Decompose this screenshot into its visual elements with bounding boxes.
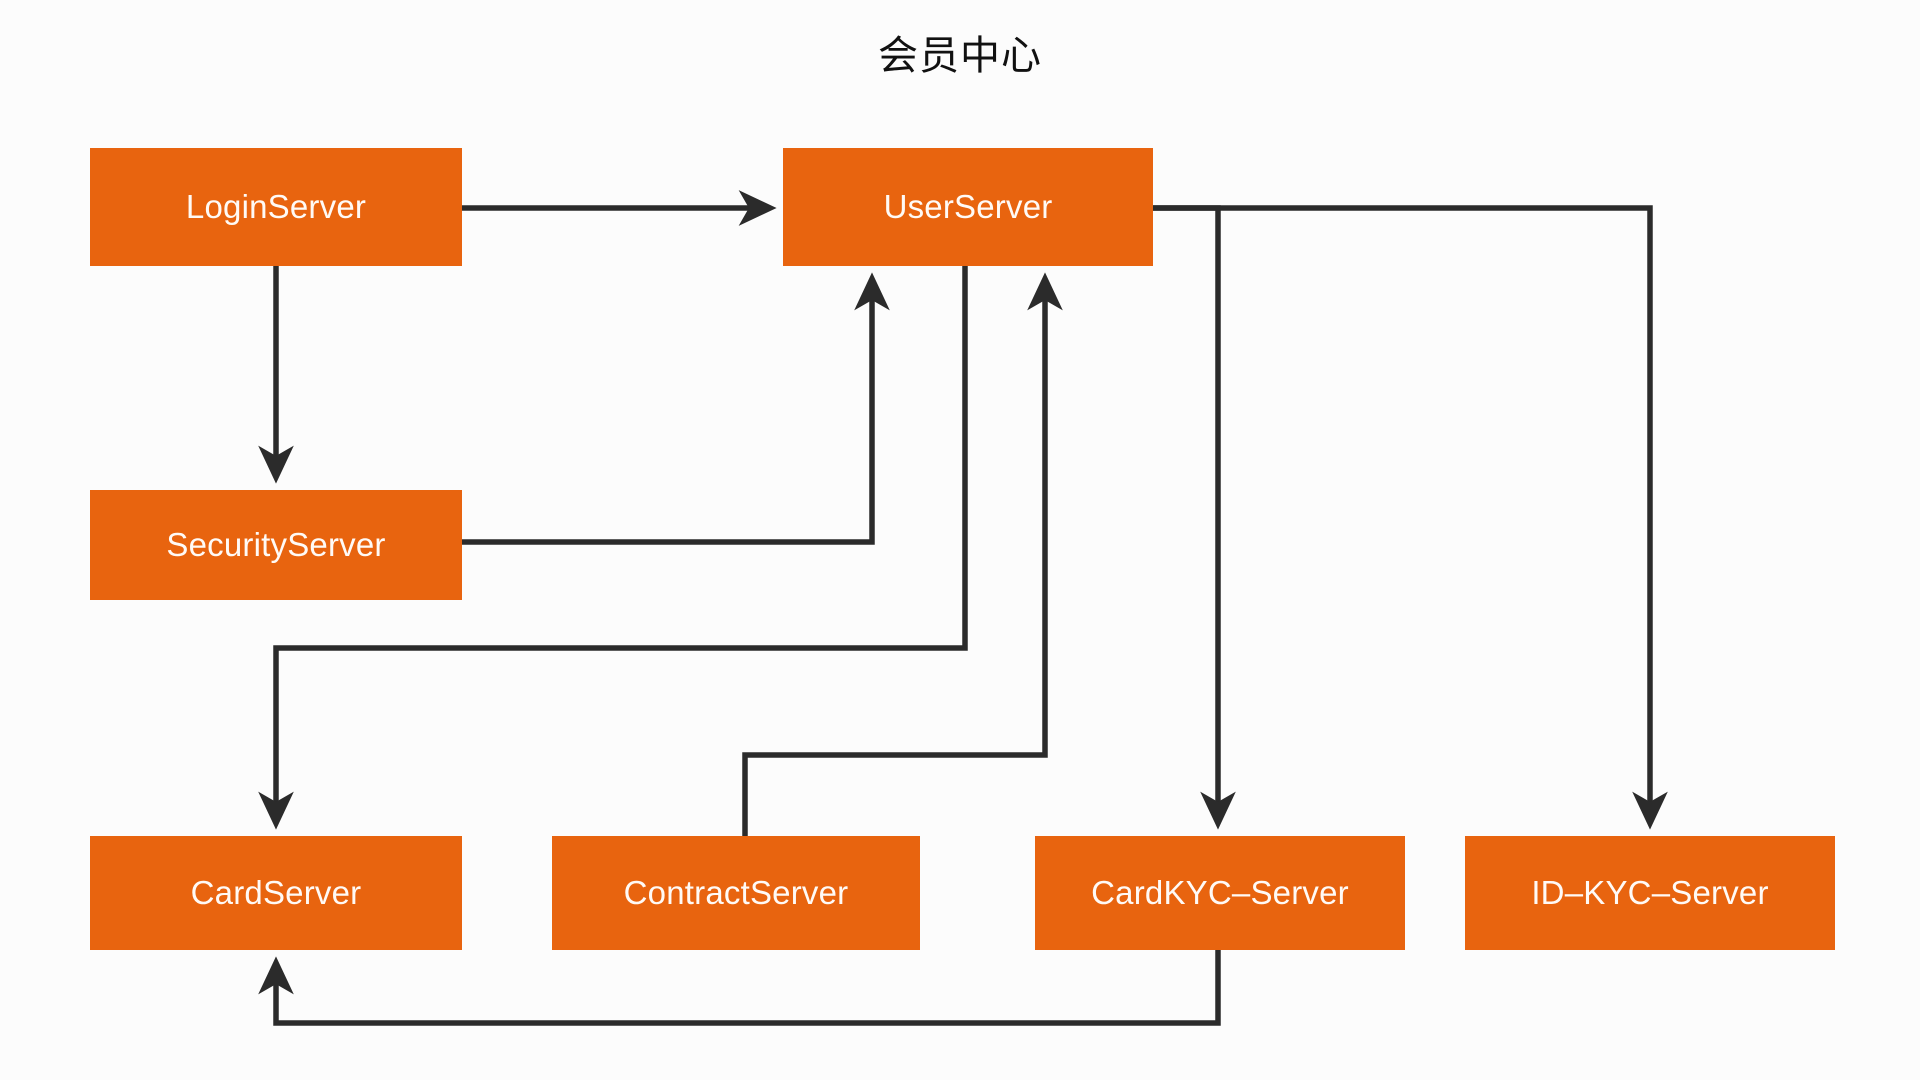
edge-user-to-idkyc — [1153, 205, 1668, 830]
node-login-server[interactable]: LoginServer — [90, 148, 462, 266]
edge-contract-to-user — [742, 272, 1063, 836]
edge-cardkyc-to-card — [258, 950, 1221, 1026]
node-id-kyc-server[interactable]: ID–KYC–Server — [1465, 836, 1835, 950]
edge-user-to-cardkyc — [1153, 205, 1236, 830]
page-title: 会员中心 — [878, 34, 1042, 78]
node-card-server[interactable]: CardServer — [90, 836, 462, 950]
node-cardkyc-server[interactable]: CardKYC–Server — [1035, 836, 1405, 950]
node-contract-server[interactable]: ContractServer — [552, 836, 920, 950]
node-user-server[interactable]: UserServer — [783, 148, 1153, 266]
edge-user-to-card — [258, 266, 968, 830]
edge-security-to-user — [462, 272, 890, 545]
node-security-server[interactable]: SecurityServer — [90, 490, 462, 600]
